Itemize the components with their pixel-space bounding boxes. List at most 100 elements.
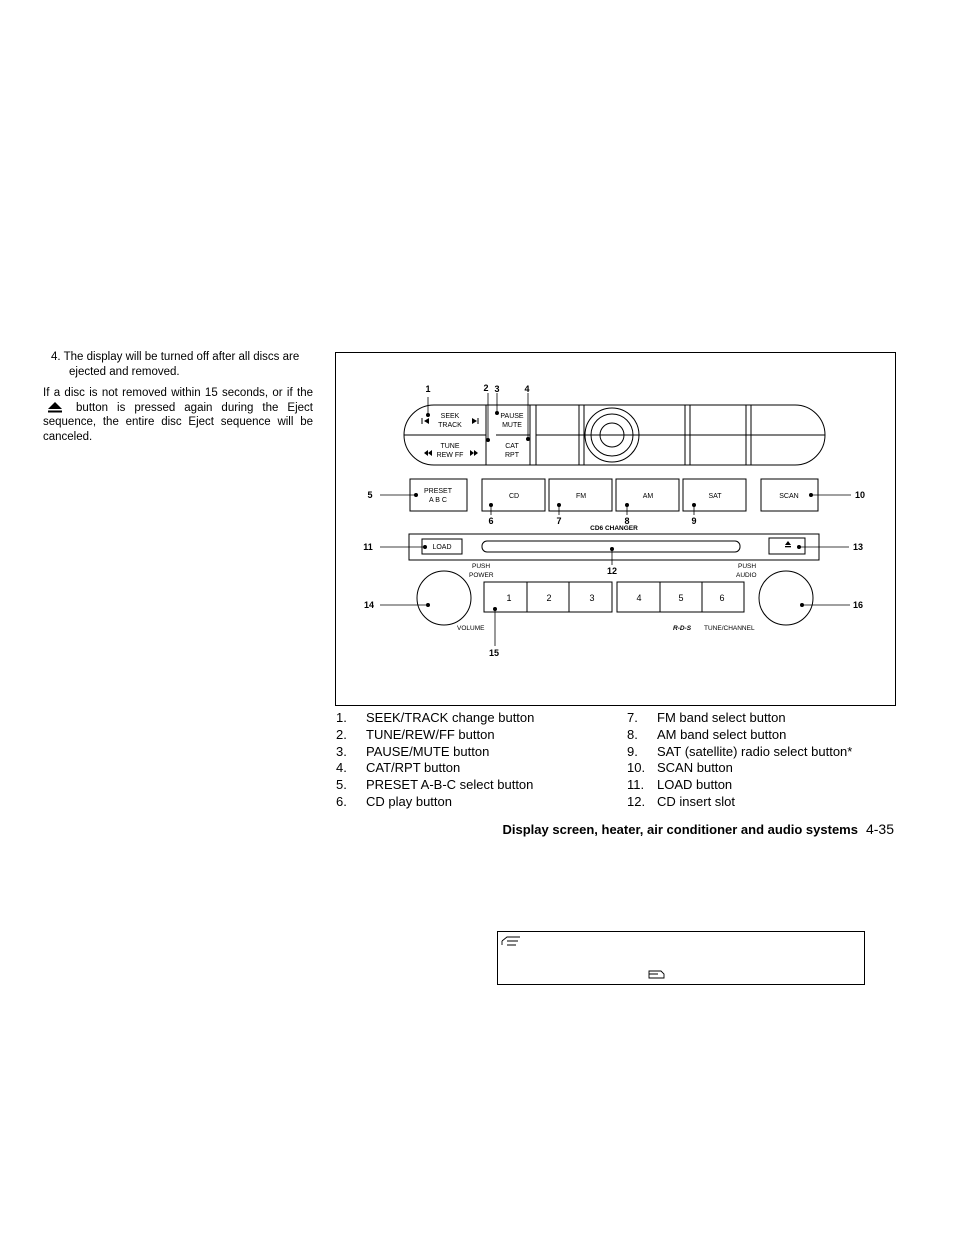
callout-leaders bbox=[380, 393, 851, 646]
callout-12: 12 bbox=[607, 566, 617, 576]
fm-label: FM bbox=[576, 493, 586, 500]
seek-back-icon bbox=[421, 418, 429, 424]
rpt-label: RPT bbox=[505, 452, 520, 459]
cd6-changer-label: CD6 CHANGER bbox=[590, 525, 638, 532]
am-button[interactable] bbox=[615, 478, 680, 512]
callout-3: 3 bbox=[494, 384, 499, 394]
fast-forward-icon bbox=[470, 450, 478, 456]
callout-13: 13 bbox=[853, 542, 863, 552]
top-display-panel bbox=[403, 404, 826, 466]
preset-group-left bbox=[483, 581, 613, 613]
callout-4: 4 bbox=[524, 384, 529, 394]
caption-item: 6.CD play button bbox=[336, 793, 452, 809]
cat-rpt-button[interactable]: CAT RPT bbox=[505, 443, 520, 459]
scan-label: SCAN bbox=[779, 493, 798, 500]
callout-15: 15 bbox=[489, 648, 499, 658]
caption-item: 5.PRESET A-B-C select button bbox=[336, 777, 534, 793]
cd-button[interactable] bbox=[481, 478, 546, 512]
preset-abc-button[interactable]: PRESET A B C bbox=[409, 478, 468, 512]
callout-2: 2 bbox=[483, 383, 488, 393]
push-power-label-2: POWER bbox=[469, 572, 494, 579]
eject-paragraph: If a disc is not removed within 15 secon… bbox=[43, 386, 313, 444]
page-footer: Display screen, heater, air conditioner … bbox=[503, 821, 895, 837]
caption-item: 3.PAUSE/MUTE button bbox=[336, 743, 490, 759]
callout-11: 11 bbox=[363, 542, 373, 552]
preset-label: PRESET bbox=[424, 488, 453, 495]
preset-3-button[interactable]: 3 bbox=[589, 593, 594, 603]
page-number: 4-35 bbox=[865, 821, 894, 837]
caption-item: 8.AM band select button bbox=[627, 726, 787, 742]
rew-ff-label: REW FF bbox=[437, 452, 464, 459]
audio-unit-figure: SEEK TRACK TUNE REW FF PAUSE MUTE CAT RP… bbox=[335, 352, 896, 706]
load-button[interactable]: LOAD bbox=[421, 538, 463, 555]
volume-label: VOLUME bbox=[457, 625, 485, 632]
tune-channel-knob[interactable] bbox=[758, 570, 814, 626]
caption-item: 9.SAT (satellite) radio select button* bbox=[627, 743, 853, 759]
abc-label: A B C bbox=[429, 497, 447, 504]
preset-group-right bbox=[616, 581, 745, 613]
preset-1-button[interactable]: 1 bbox=[506, 593, 511, 603]
eject-paragraph-start: If a disc is not removed within 15 secon… bbox=[43, 387, 313, 399]
caption-item: 10.SCAN button bbox=[627, 760, 733, 776]
section-title: Display screen, heater, air conditioner … bbox=[502, 822, 858, 837]
callout-numbers: 1 2 3 4 5 6 7 8 9 10 11 12 13 14 15 16 bbox=[363, 383, 865, 658]
tune-channel-label: TUNE/CHANNEL bbox=[704, 625, 755, 632]
reference-hand-icon bbox=[648, 970, 665, 979]
preset-number-buttons bbox=[483, 581, 745, 613]
callout-6: 6 bbox=[488, 516, 493, 526]
preset-4-button[interactable]: 4 bbox=[636, 593, 641, 603]
rewind-icon bbox=[424, 450, 432, 456]
seek-track-button[interactable]: SEEK TRACK bbox=[421, 413, 479, 429]
cat-label: CAT bbox=[505, 443, 519, 450]
pause-mute-button[interactable]: PAUSE MUTE bbox=[500, 413, 524, 429]
callout-14: 14 bbox=[364, 600, 374, 610]
push-power-label-1: PUSH bbox=[472, 563, 490, 570]
caption-item: 12.CD insert slot bbox=[627, 793, 736, 809]
tune-rew-ff-button[interactable]: TUNE REW FF bbox=[424, 443, 478, 459]
rds-label: R-D-S bbox=[673, 625, 692, 632]
fm-button[interactable] bbox=[548, 478, 613, 512]
cd-insert-slot[interactable] bbox=[481, 540, 741, 553]
eject-button-icon bbox=[785, 541, 791, 545]
body-text: 4. The display will be turned off after … bbox=[43, 350, 313, 444]
callout-5: 5 bbox=[367, 490, 372, 500]
seek-label: SEEK bbox=[441, 413, 460, 420]
callout-1: 1 bbox=[425, 384, 430, 394]
callout-7: 7 bbox=[556, 516, 561, 526]
load-label: LOAD bbox=[432, 544, 451, 551]
sat-button[interactable] bbox=[682, 478, 747, 512]
push-audio-label-2: AUDIO bbox=[736, 572, 757, 579]
preset-2-button[interactable]: 2 bbox=[546, 593, 551, 603]
eject-paragraph-end: button is pressed again during the Eject… bbox=[43, 401, 313, 443]
cd-label: CD bbox=[509, 493, 519, 500]
preset-6-button[interactable]: 6 bbox=[719, 593, 724, 603]
callout-9: 9 bbox=[691, 516, 696, 526]
am-label: AM bbox=[643, 493, 654, 500]
seek-forward-icon bbox=[472, 418, 479, 424]
pause-label: PAUSE bbox=[500, 413, 524, 420]
push-audio-label-1: PUSH bbox=[738, 563, 756, 570]
pointing-hand-icon bbox=[501, 936, 520, 946]
callout-16: 16 bbox=[853, 600, 863, 610]
eject-button[interactable] bbox=[768, 537, 806, 555]
callout-10: 10 bbox=[855, 490, 865, 500]
band-buttons bbox=[481, 478, 747, 512]
sat-label: SAT bbox=[708, 493, 722, 500]
callout-8: 8 bbox=[624, 516, 629, 526]
caption-list-left: 1.SEEK/TRACK change button 2.TUNE/REW/FF… bbox=[336, 710, 534, 811]
caption-item: 1.SEEK/TRACK change button bbox=[336, 710, 535, 725]
volume-knob[interactable] bbox=[416, 570, 472, 626]
step-4-text: 4. The display will be turned off after … bbox=[51, 351, 300, 378]
reference-note-box bbox=[497, 931, 865, 985]
mute-label: MUTE bbox=[502, 422, 522, 429]
caption-item: 11.LOAD button bbox=[627, 777, 733, 793]
track-label: TRACK bbox=[438, 422, 462, 429]
caption-list-right: 7.FM band select button 8.AM band select… bbox=[627, 710, 852, 811]
tune-label: TUNE bbox=[440, 443, 459, 450]
eject-icon bbox=[48, 402, 62, 413]
caption-item: 2.TUNE/REW/FF button bbox=[336, 726, 495, 742]
cd-changer-panel bbox=[408, 533, 820, 561]
caption-item: 4.CAT/RPT button bbox=[336, 760, 461, 776]
caption-item: 7.FM band select button bbox=[627, 710, 786, 725]
preset-5-button[interactable]: 5 bbox=[678, 593, 683, 603]
